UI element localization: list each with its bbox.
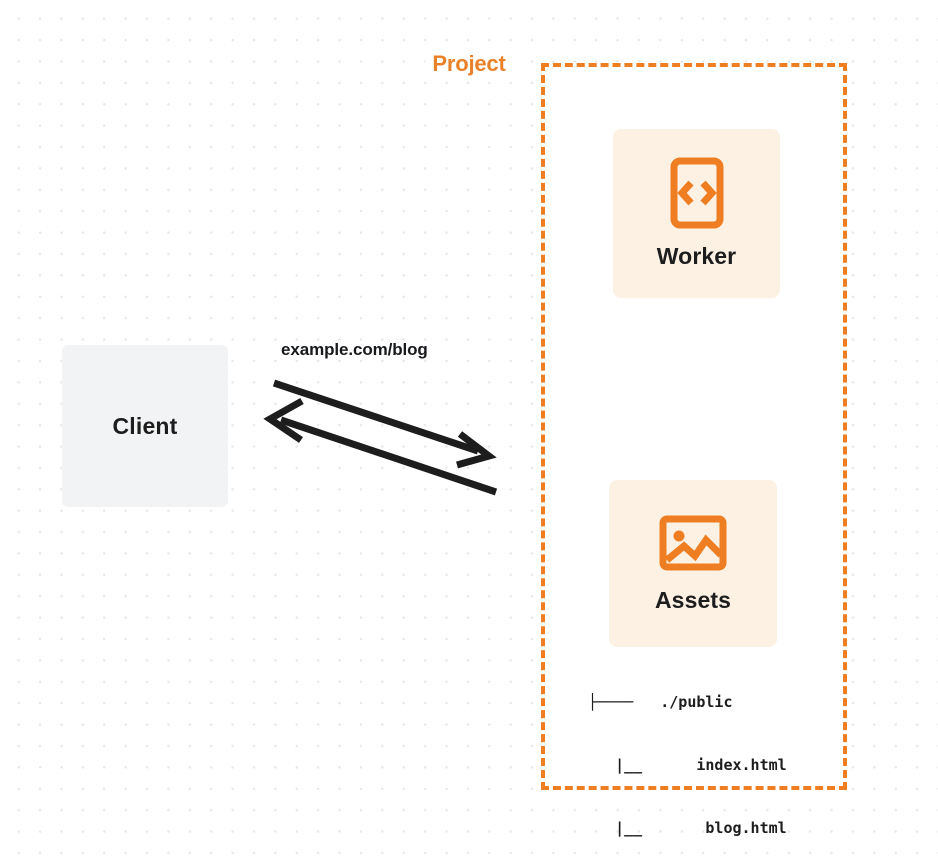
assets-node[interactable]: Assets [609, 480, 777, 647]
client-node-label: Client [112, 412, 178, 439]
file-tree-line: ├──── ./public [588, 693, 733, 711]
file-tree-line: |__ index.html [588, 756, 787, 774]
code-file-icon [670, 157, 723, 229]
arrow-client-to-project [272, 379, 497, 469]
arrow-project-to-client [263, 397, 498, 496]
client-node[interactable]: Client [62, 345, 228, 507]
assets-node-label: Assets [654, 587, 732, 613]
assets-file-tree: ├──── ./public |__ index.html |__ blog.h… [588, 650, 787, 860]
connection-arrows [263, 379, 498, 496]
image-icon [659, 515, 727, 571]
request-url-label: example.com/blog [281, 340, 428, 359]
project-container-title: Project [425, 51, 513, 77]
worker-node-label: Worker [656, 243, 737, 269]
worker-node[interactable]: Worker [613, 129, 780, 298]
file-tree-line: |__ blog.html [588, 819, 787, 837]
